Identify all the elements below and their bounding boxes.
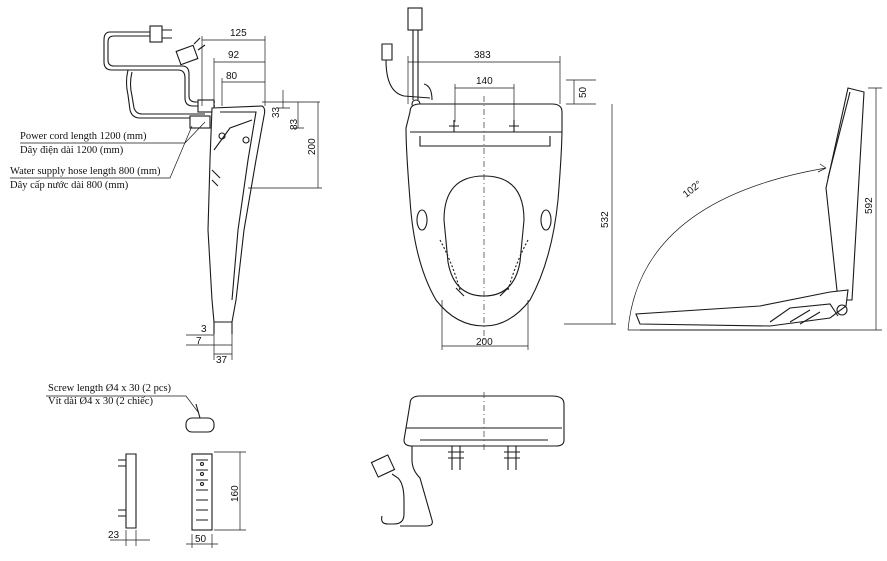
front-view (370, 392, 565, 527)
power-cord-label-vi: Dây điện dài 1200 (mm) (20, 145, 124, 156)
plug-top-icon (149, 25, 163, 43)
water-hose-label-vi: Dây cấp nước dài 800 (mm) (10, 180, 129, 191)
dim-bracket-50: 50 (195, 534, 207, 545)
dim-side-3: 3 (201, 324, 207, 335)
seat-base (635, 289, 849, 327)
screw-icon (185, 417, 215, 433)
dim-side-200: 200 (307, 138, 318, 155)
dim-top-383: 383 (474, 50, 491, 61)
dim-side-125: 125 (230, 28, 247, 39)
dim-side-92: 92 (228, 50, 240, 61)
plug-side-icon (175, 44, 199, 66)
plug-icon (407, 7, 423, 31)
dim-side-83: 83 (289, 118, 300, 130)
dim-side-7: 7 (196, 336, 202, 347)
top-view: 383 140 50 532 200 (381, 7, 616, 350)
side-view: 125 92 80 33 83 200 3 7 37 (103, 25, 322, 366)
water-hose-label-en: Water supply hose length 800 (mm) (10, 166, 161, 177)
screw-label-en: Screw length Ø4 x 30 (2 pcs) (48, 383, 172, 394)
seat-side-profile (207, 105, 266, 323)
screw-detail: Screw length Ø4 x 30 (2 pcs) Vít dài Ø4 … (46, 383, 215, 433)
open-side-view: 592 102° (627, 87, 882, 331)
dim-top-200: 200 (476, 337, 493, 348)
dim-top-50: 50 (578, 86, 589, 98)
bracket-side (125, 453, 137, 529)
dim-top-532: 532 (600, 211, 611, 228)
lid-upright (825, 87, 865, 301)
bracket-views: 23 160 50 (108, 451, 246, 548)
dim-side-80: 80 (226, 71, 238, 82)
dim-side-37: 37 (216, 355, 228, 366)
plug-front-icon (370, 454, 396, 478)
dim-right-592: 592 (864, 197, 875, 214)
screw-label-vi: Vít dài Ø4 x 30 (2 chiếc) (48, 396, 153, 407)
dim-bracket-160: 160 (230, 485, 241, 502)
dim-right-angle: 102° (681, 179, 704, 200)
dim-top-140: 140 (476, 76, 493, 87)
dim-side-33: 33 (271, 106, 282, 118)
dim-bracket-23: 23 (108, 530, 120, 541)
power-cord-label-en: Power cord length 1200 (mm) (20, 131, 147, 142)
bracket-front (191, 453, 213, 531)
